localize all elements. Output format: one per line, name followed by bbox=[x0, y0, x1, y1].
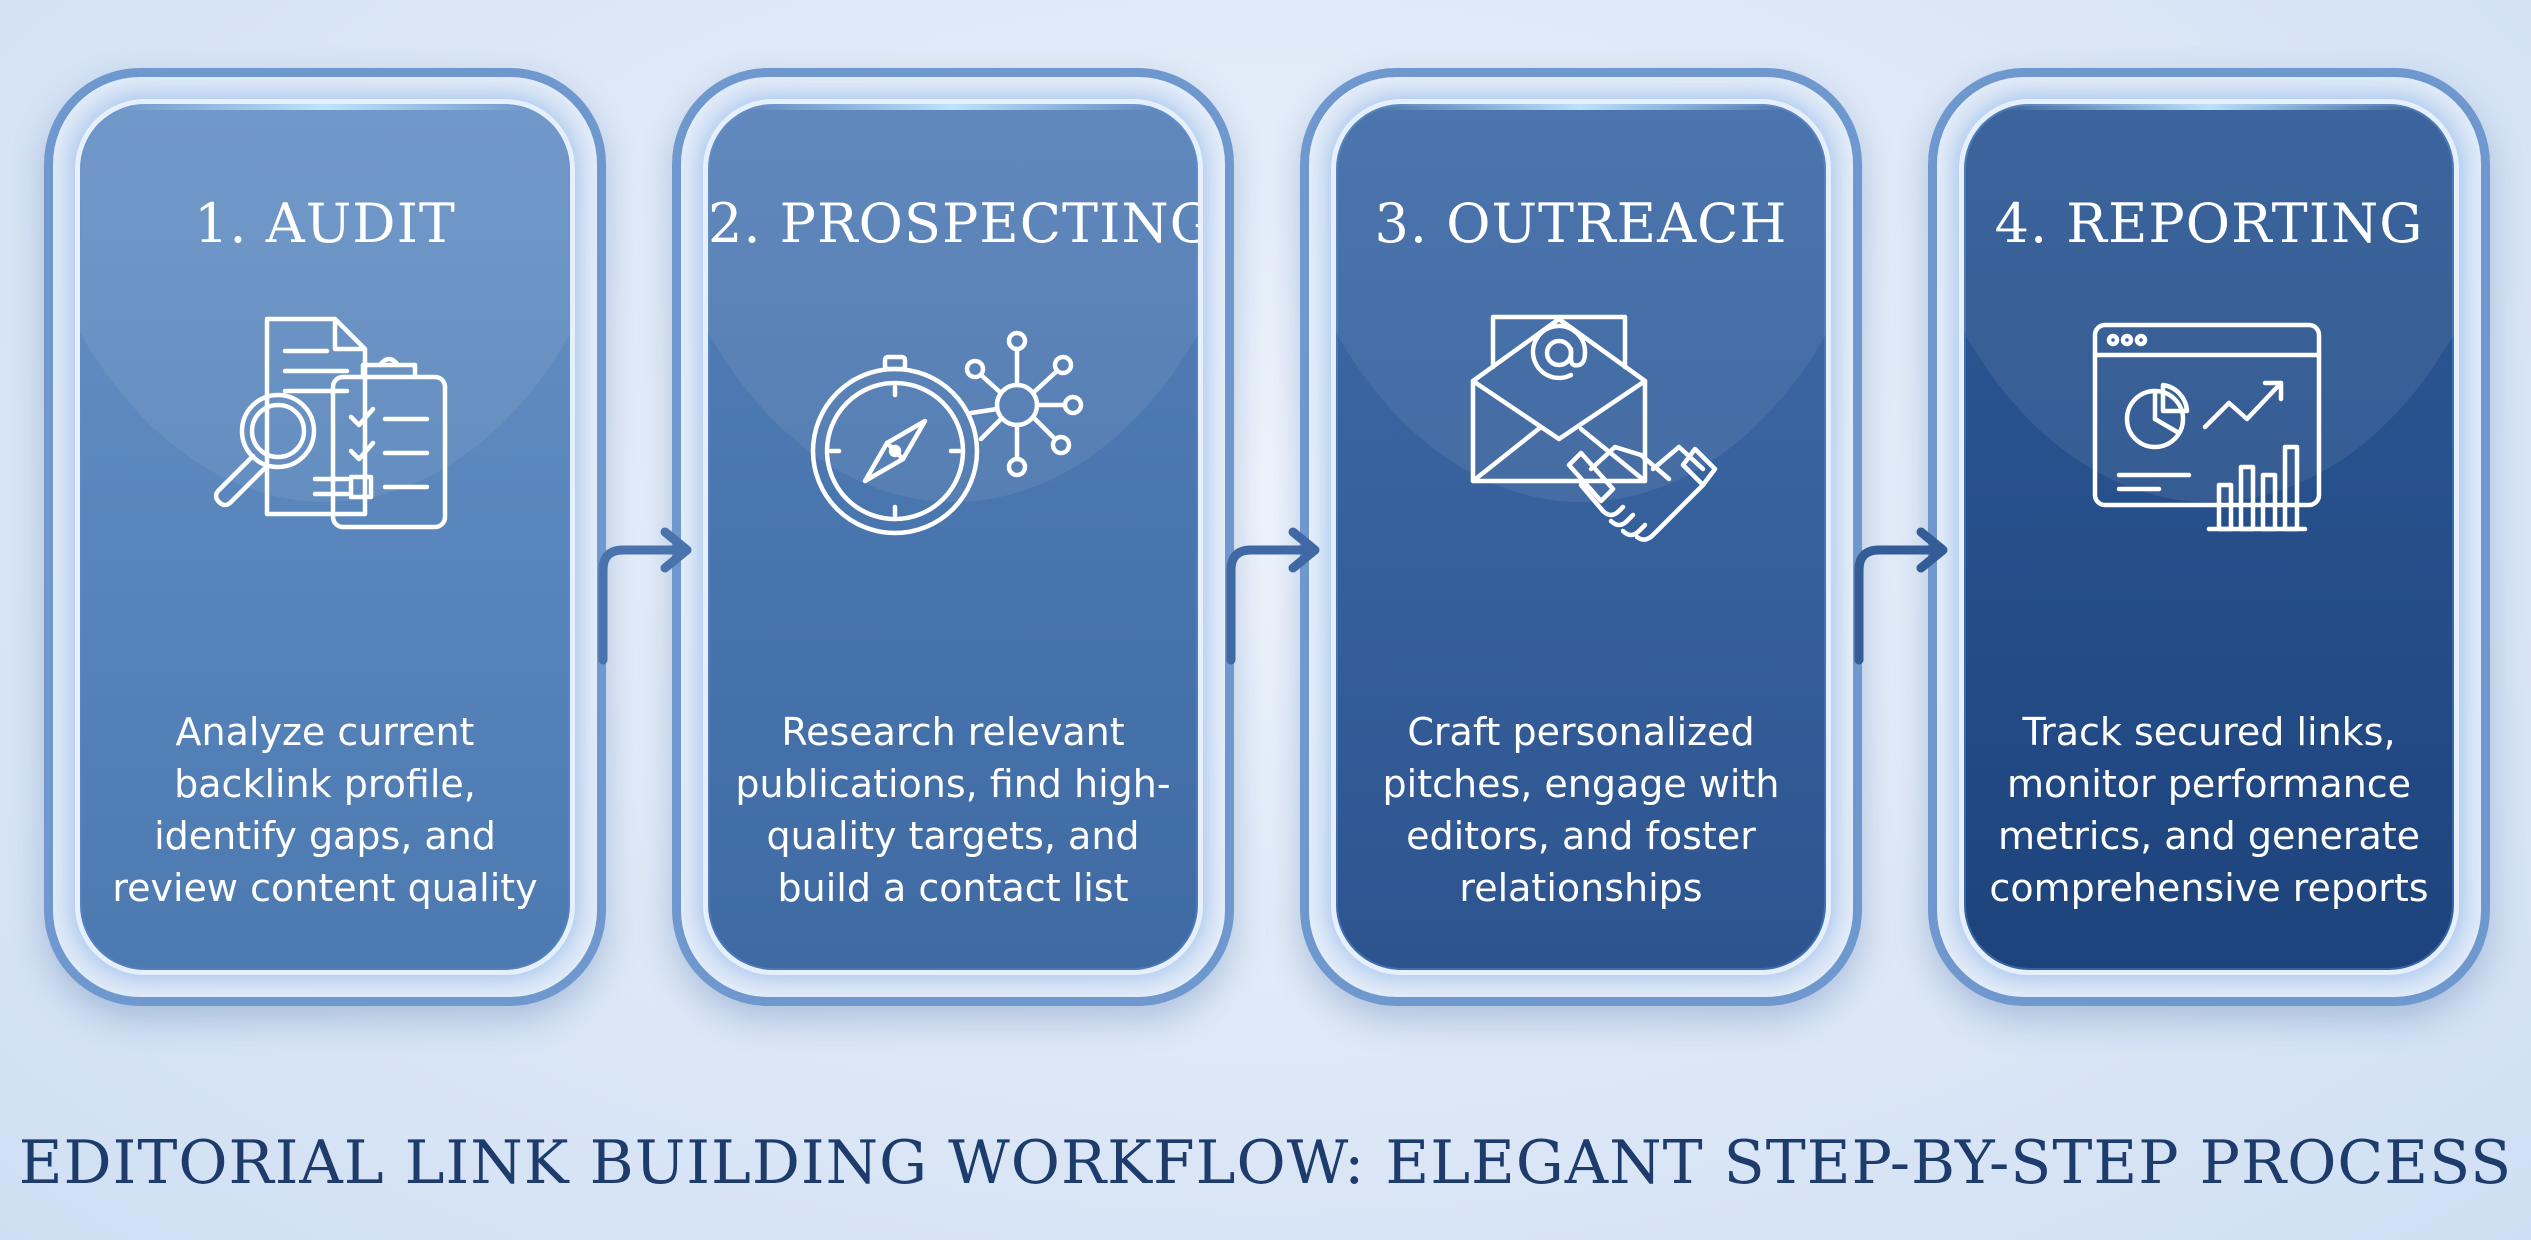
connector-arrow-2-to-3 bbox=[1226, 527, 1320, 665]
step-description: Craft personalized pitches, engage with … bbox=[1382, 710, 1780, 910]
connector-arrow-3-to-4 bbox=[1854, 527, 1948, 665]
step-card-audit: 1. AUDIT Analyze current backlin bbox=[44, 68, 606, 1006]
step-title: 3. OUTREACH bbox=[1374, 192, 1788, 255]
step-card-reporting-panel: 4. REPORTING Track secured links bbox=[1959, 99, 2459, 975]
diagram-title: EDITORIAL LINK BUILDING WORKFLOW: ELEGAN… bbox=[18, 1128, 2513, 1198]
step-title: 1. AUDIT bbox=[194, 192, 456, 255]
step-title: 4. REPORTING bbox=[1994, 192, 2424, 255]
step-description: Research relevant publications, find hig… bbox=[735, 710, 1171, 910]
step-card-prospecting: 2. PROSPECTING bbox=[672, 68, 1234, 1006]
step-description: Track secured links, monitor performance… bbox=[1989, 710, 2429, 910]
step-card-reporting: 4. REPORTING Track secured links bbox=[1928, 68, 2490, 1006]
document-magnifier-clipboard-icon bbox=[213, 316, 448, 530]
step-card-prospecting-panel: 2. PROSPECTING bbox=[703, 99, 1203, 975]
step-card-outreach: 3. OUTREACH Craft personalized pitches, … bbox=[1300, 68, 1862, 1006]
connector-arrow-1-to-2 bbox=[598, 527, 692, 665]
step-description: Analyze current backlink profile, identi… bbox=[112, 710, 538, 910]
compass-network-icon bbox=[810, 330, 1084, 536]
step-title: 2. PROSPECTING bbox=[708, 192, 1203, 255]
dashboard-chart-icon bbox=[2092, 322, 2322, 532]
step-card-audit-panel: 1. AUDIT Analyze current backlin bbox=[75, 99, 575, 975]
step-card-outreach-panel: 3. OUTREACH Craft personalized pitches, … bbox=[1331, 99, 1831, 975]
email-handshake-icon bbox=[1470, 314, 1718, 542]
